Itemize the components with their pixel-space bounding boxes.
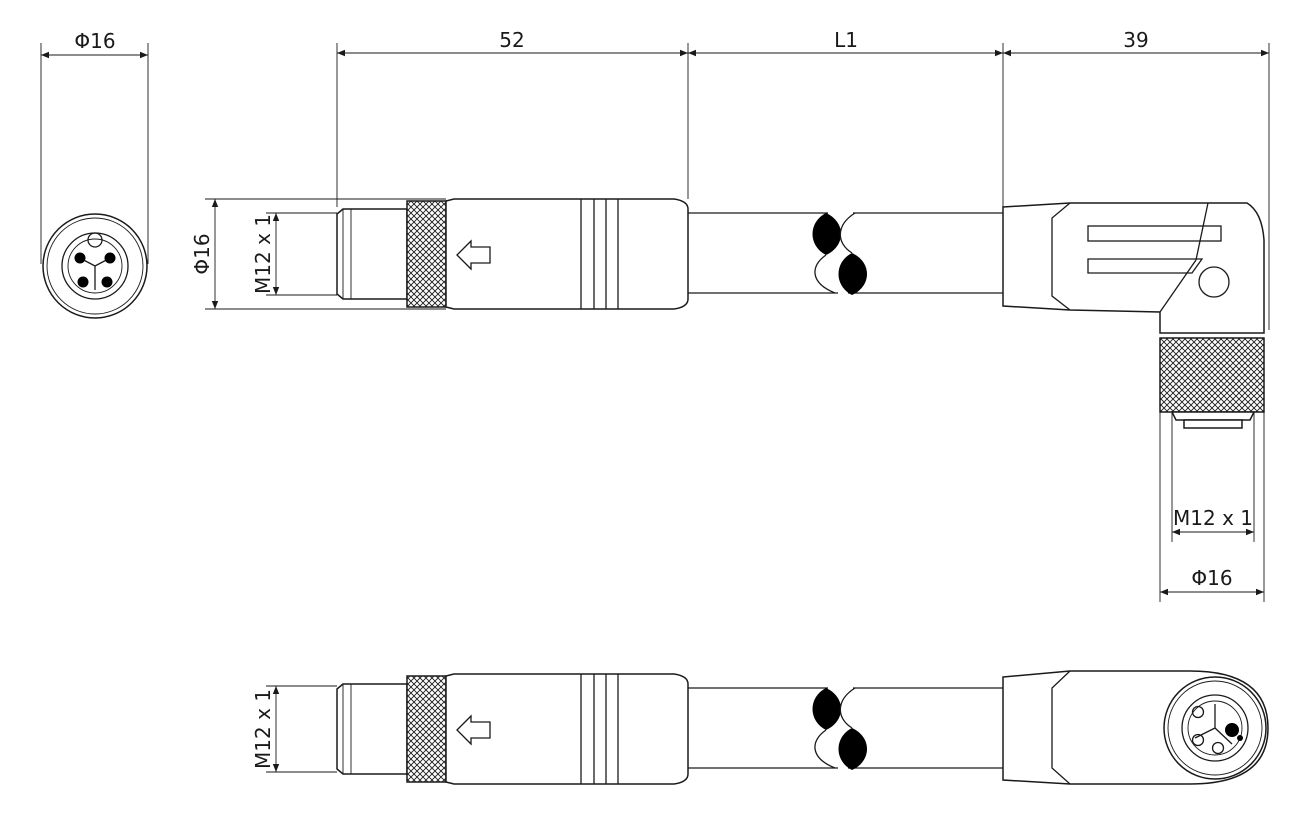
angled-diameter-label: Φ16 bbox=[1191, 566, 1232, 590]
angled-female-connector bbox=[1002, 202, 1265, 429]
angled-connector-bottom bbox=[1002, 670, 1269, 785]
dimension-L1: L1 bbox=[688, 28, 1004, 207]
angled-diameter-dimension: Φ16 bbox=[1159, 412, 1265, 602]
dimension-39: 39 bbox=[1003, 28, 1270, 330]
face-diameter-label: Φ16 bbox=[74, 29, 115, 53]
straight-male-connector bbox=[336, 198, 689, 310]
side-thread-label: M12 x 1 bbox=[251, 214, 275, 294]
cable-bottom bbox=[688, 687, 1003, 770]
bottom-thread-label: M12 x 1 bbox=[251, 689, 275, 769]
face-diameter-dimension: Φ16 bbox=[40, 29, 149, 264]
straight-length-label: 52 bbox=[499, 28, 524, 52]
bottom-thread-dimension: M12 x 1 bbox=[251, 685, 337, 773]
straight-male-connector-bottom bbox=[336, 673, 689, 785]
angled-thread-dimension: M12 x 1 bbox=[1171, 412, 1255, 542]
front-face-view bbox=[42, 213, 148, 319]
side-diameter-dimension: Φ16 bbox=[190, 198, 446, 310]
side-thread-dimension: M12 x 1 bbox=[251, 212, 337, 296]
cable-top bbox=[688, 212, 1003, 295]
side-diameter-label: Φ16 bbox=[190, 233, 214, 274]
angled-thread-label: M12 x 1 bbox=[1173, 506, 1253, 530]
dimension-52: 52 bbox=[336, 28, 689, 207]
angled-length-label: 39 bbox=[1123, 28, 1148, 52]
cable-length-label: L1 bbox=[834, 28, 858, 52]
